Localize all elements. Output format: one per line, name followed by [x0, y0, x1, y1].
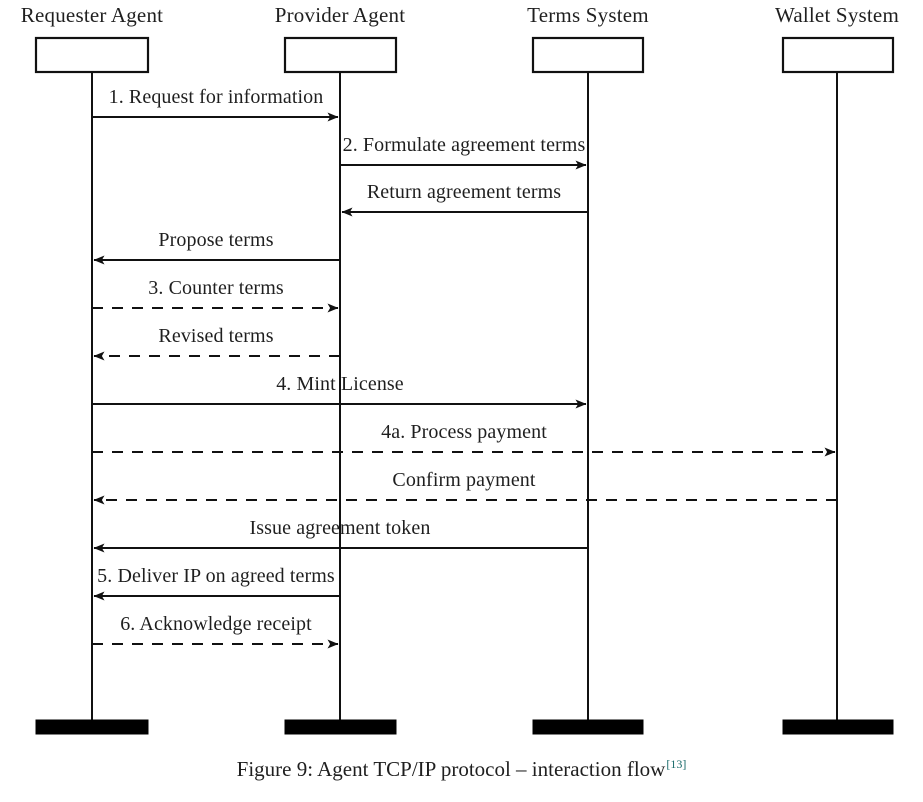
- message-label-4: Propose terms: [158, 229, 273, 251]
- lifeline-head-box-requester[interactable]: [34, 36, 150, 74]
- message-label-3: Return agreement terms: [367, 181, 561, 203]
- lifeline-title-requester: Requester Agent: [21, 3, 163, 27]
- lifeline-foot-wallet: [782, 719, 894, 735]
- lifeline-foot-provider: [284, 719, 397, 735]
- lifeline-title-provider: Provider Agent: [275, 3, 406, 27]
- lifeline-head-box-wallet[interactable]: [781, 36, 895, 74]
- lifeline-foot-terms: [532, 719, 644, 735]
- message-label-2: 2. Formulate agreement terms: [343, 134, 586, 156]
- figure-caption: Figure 9: Agent TCP/IP protocol – intera…: [0, 757, 923, 782]
- citation-link[interactable]: [13]: [666, 757, 687, 771]
- message-label-5: 3. Counter terms: [148, 277, 284, 299]
- lifeline-lines-group: [91, 72, 838, 720]
- message-arrows-group: [92, 112, 837, 649]
- message-label-12: 6. Acknowledge receipt: [120, 613, 312, 635]
- lifeline-head-box-terms[interactable]: [531, 36, 645, 74]
- lifeline-foot-blocks-group: [35, 719, 894, 735]
- lifeline-titles-group: Requester Agent Provider Agent Terms Syste…: [21, 3, 899, 27]
- lifeline-title-wallet: Wallet System: [775, 3, 899, 27]
- message-label-1: 1. Request for information: [109, 86, 324, 108]
- message-label-11: 5. Deliver IP on agreed terms: [97, 565, 335, 587]
- lifeline-foot-requester: [35, 719, 149, 735]
- figure-caption-text: Figure 9: Agent TCP/IP protocol – intera…: [236, 757, 666, 781]
- message-label-7: 4. Mint License: [276, 373, 404, 395]
- lifeline-title-terms: Terms System: [527, 3, 649, 27]
- message-label-10: Issue agreement token: [250, 517, 431, 539]
- message-label-9: Confirm payment: [392, 469, 535, 491]
- message-label-6: Revised terms: [158, 325, 273, 347]
- lifeline-boxes-group: [34, 36, 895, 74]
- message-labels-group: 1. Request for information 2. Formulate a…: [97, 86, 585, 635]
- message-label-8: 4a. Process payment: [381, 421, 547, 443]
- lifeline-head-box-provider[interactable]: [283, 36, 398, 74]
